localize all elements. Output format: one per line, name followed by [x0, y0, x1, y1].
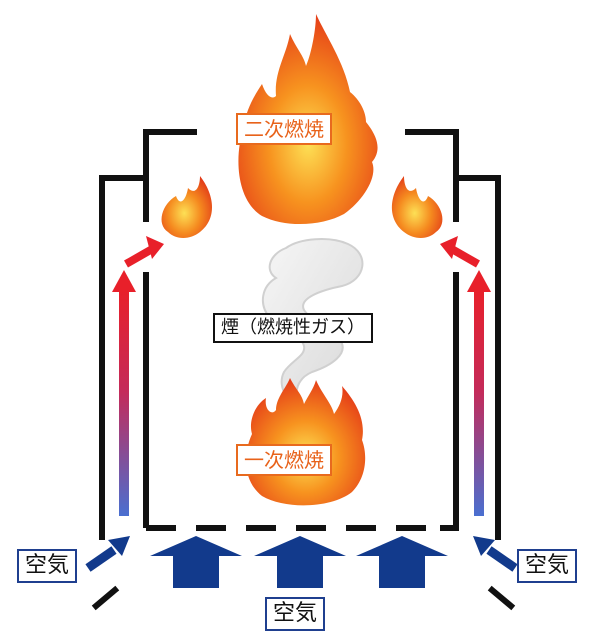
air-label-bottom: 空気 — [265, 597, 326, 631]
heat-diagonal-arrow — [448, 244, 480, 268]
heat-diagonal-arrow — [124, 244, 156, 268]
heated-air-channel-right — [440, 236, 491, 516]
heat-gradient-bar — [474, 290, 484, 516]
side-air-intake — [85, 536, 518, 572]
heat-arrow-diag-icon — [146, 236, 164, 259]
heat-arrow-diag-icon — [440, 236, 458, 259]
heat-gradient-bar — [119, 290, 129, 516]
intake-arrow-up-icon — [254, 536, 346, 588]
intake-arrow-right-shaft — [486, 546, 518, 572]
outer-wall-left — [99, 175, 146, 540]
inner-chamber — [143, 129, 459, 528]
intake-arrow-up-icon — [356, 536, 448, 588]
secondary-combustion-label: 二次燃焼 — [236, 113, 332, 145]
smoke-label: 煙（燃焼性ガス） — [213, 313, 373, 343]
heat-arrow-up-icon — [467, 270, 491, 292]
small-flame-left-icon — [161, 176, 213, 238]
primary-flame-icon — [246, 378, 366, 506]
heat-arrow-up-icon — [112, 270, 136, 292]
air-label-right: 空気 — [517, 549, 578, 583]
inner-wall-left — [143, 129, 197, 222]
outer-wall — [91, 175, 516, 611]
outer-wall-right — [454, 175, 501, 540]
outer-wall-left-foot — [91, 585, 120, 611]
bottom-air-intake — [150, 536, 448, 588]
small-flame-right-icon — [391, 176, 443, 238]
intake-arrow-left-shaft — [85, 546, 117, 572]
intake-arrow-up-icon — [150, 536, 242, 588]
heated-air-channel-left — [112, 236, 164, 516]
air-label-left: 空気 — [17, 549, 78, 583]
outer-wall-right-foot — [487, 585, 516, 611]
intake-arrow-left-icon — [108, 536, 130, 556]
primary-combustion-label: 一次燃焼 — [236, 444, 332, 476]
inner-wall-right — [405, 129, 459, 222]
intake-arrow-right-icon — [473, 536, 495, 556]
